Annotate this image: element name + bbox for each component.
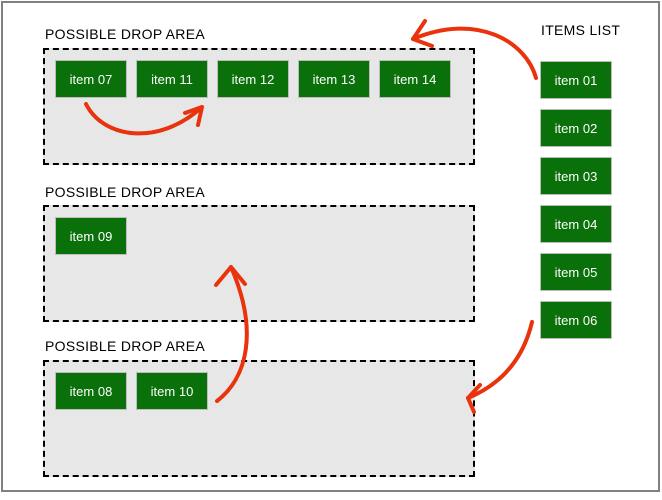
item-07[interactable]: item 07 [55,60,127,98]
item-13[interactable]: item 13 [298,60,370,98]
item-05[interactable]: item 05 [540,253,612,291]
item-03[interactable]: item 03 [540,157,612,195]
drop-area-2-label: POSSIBLE DROP AREA [45,184,205,200]
item-11[interactable]: item 11 [136,60,208,98]
item-08[interactable]: item 08 [55,372,127,410]
drop-area-1-label: POSSIBLE DROP AREA [45,26,205,42]
drop-area-3[interactable]: item 08 item 10 [43,360,475,477]
item-12[interactable]: item 12 [217,60,289,98]
item-04[interactable]: item 04 [540,205,612,243]
items-list: item 01 item 02 item 03 item 04 item 05 … [540,61,612,339]
item-02[interactable]: item 02 [540,109,612,147]
drop-area-3-label: POSSIBLE DROP AREA [45,338,205,354]
items-list-label: ITEMS LIST [541,22,621,38]
drop-area-1[interactable]: item 07 item 11 item 12 item 13 item 14 [43,48,475,165]
item-14[interactable]: item 14 [379,60,451,98]
drop-area-2[interactable]: item 09 [43,205,475,322]
item-01[interactable]: item 01 [540,61,612,99]
item-10[interactable]: item 10 [136,372,208,410]
item-09[interactable]: item 09 [55,217,127,255]
item-06[interactable]: item 06 [540,301,612,339]
